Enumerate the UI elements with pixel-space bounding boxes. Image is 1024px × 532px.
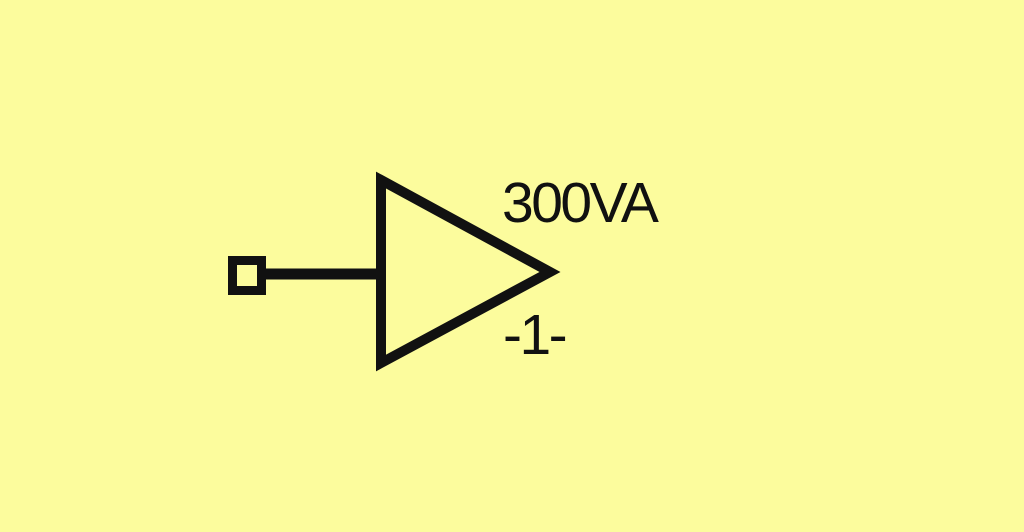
rating-label: 300VA [502,171,659,235]
input-terminal-icon [228,256,266,295]
reference-label: -1- [503,303,568,367]
amplifier-triangle-icon [376,171,561,372]
